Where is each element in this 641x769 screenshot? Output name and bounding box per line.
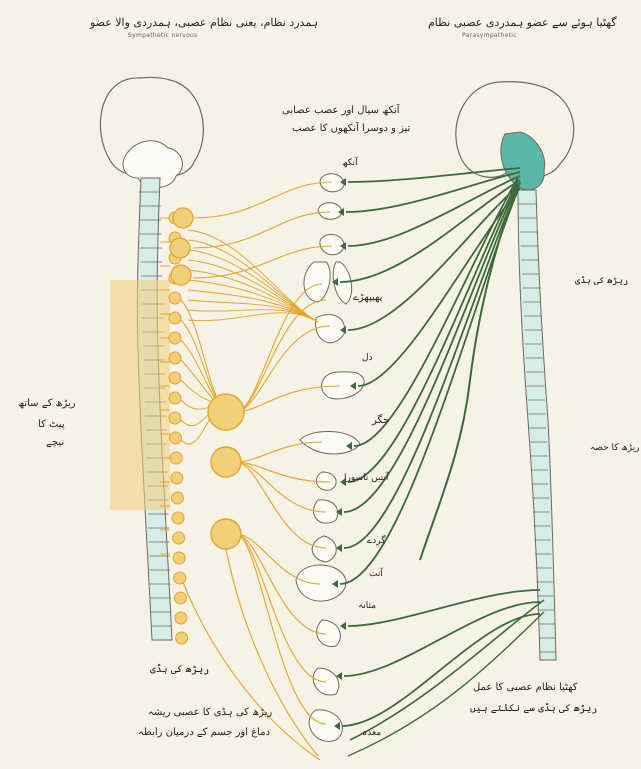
sympathetic-chain-ganglion [169,372,181,384]
sympathetic-chain-ganglion [172,512,184,524]
sympathetic-chain-ganglion [171,472,183,484]
stomach-label: معدہ [362,727,381,740]
sympathetic-chain-ganglion [171,492,183,504]
sympathetic-chain-ganglion [174,592,186,604]
left-side-label-line3: نیچے [46,436,64,449]
kidney [312,536,336,562]
sympathetic-fiber [236,462,330,482]
liver-label: جگر [372,414,389,427]
parasympathetic-fiber [340,190,518,584]
sympathetic-fiber [236,534,326,682]
bottom-right-label-line1: کھٹیا نظام عصبی کا عمل [473,681,578,694]
sympathetic-chain-ganglion [170,452,182,464]
sympathetic-chain-ganglion [169,412,181,424]
cervical-ganglion [173,208,193,228]
parasympathetic-fiber [344,187,518,548]
vagus-nerve-trunk [420,182,520,560]
right-upper-label: ریڑھ کی ہڈی [575,275,628,288]
bladder-label: مثانہ [358,600,376,613]
parasympathetic-terminal [336,544,342,552]
kidney-label: گردے [367,535,386,548]
sympathetic-chain-ganglion [169,392,181,404]
sympathetic-chain-ganglion [176,632,188,644]
eye-label-line1: آنکھ سیال اور عصب عصابی [282,104,400,117]
sympathetic-fiber [236,284,322,412]
parasympathetic-fiber [348,176,520,246]
sympathetic-chain-ganglion [173,532,185,544]
left-side-label-line1: ریڑھ کے ساتھ [18,397,76,410]
sympathetic-chain-ganglion [169,352,181,364]
parasympathetic-fiber [340,180,520,282]
eye-abbrev-label: آنکھ [342,157,358,170]
prevertebral-ganglion [208,394,244,430]
trachea-bronchi [322,372,365,399]
parasympathetic-fiber [344,602,540,676]
splanchnic-nerve [181,320,224,408]
colon-label: آنت [369,568,383,581]
parasympathetic-subtitle: Parasympathetic [462,32,517,39]
cardiac-sympathetic-fiber [188,313,318,322]
prevertebral-ganglion [211,447,241,477]
splanchnic-nerve [181,300,224,408]
sympathetic-subtitle: Sympathetic nervous [128,32,198,39]
bottom-center-label-line2: دماغ اور جسم کے درمیان رابطہ [138,726,270,739]
sympathetic-chain-ganglion [175,612,187,624]
bottom-left-label: ریڑھ کی ہڈی [150,663,209,676]
heart-label: دل [362,352,373,365]
parasympathetic-fiber [346,172,520,212]
parasympathetic-fiber [344,184,518,512]
sympathetic-title: ہمدرد نظام، یعنی نظام عصبی، ہمدردی والا … [90,16,318,29]
target-organs [296,174,364,742]
parasympathetic-title: گھٹیا ہوئے سے عضو ہمدردی عصبی نظام [428,16,617,29]
cardiac-sympathetic-fiber [188,290,318,322]
sympathetic-chain-ganglion [169,312,181,324]
right-middle-label: ریڑھ کا حصہ [590,442,640,455]
left-brain-and-spinal-cord [100,77,203,640]
heart [315,315,344,343]
intestine-label: آنتیں ناسورا [344,472,388,485]
sympathetic-chain-ganglion [169,332,181,344]
sympathetic-chain-ganglion [170,432,182,444]
colon [296,565,346,601]
sympathetic-fiber [193,182,332,218]
lacrimal-gland [318,203,342,220]
prevertebral-ganglion [211,519,241,549]
cervical-ganglion [170,238,190,258]
eye-label-line2: تیز و دوسرا آنکھوں کا عصب [292,122,410,135]
lungs [304,262,352,304]
bottom-center-label-line1: ریڑھ کی ہڈی کا عصبی ریشہ [148,706,272,719]
sympathetic-fiber [236,300,326,412]
bottom-right-label-line2: ریڑھ کی ہڈی سے نکلتے ہیں [470,702,597,715]
sympathetic-chain-ganglion [173,552,185,564]
gallbladder [316,472,336,490]
sympathetic-chain-ganglion [174,572,186,584]
parasympathetic-pathways [332,168,544,756]
lungs-label: پھیپھڑے [353,291,382,304]
pelvic-splanchnic-nerve [350,600,544,740]
sympathetic-chain-ganglion [169,292,181,304]
sympathetic-fiber [193,212,330,248]
left-side-label-line2: پیٹ کا [38,418,65,431]
cervical-ganglion [171,265,191,285]
parasympathetic-terminal [340,622,346,630]
salivary-gland [320,235,344,255]
